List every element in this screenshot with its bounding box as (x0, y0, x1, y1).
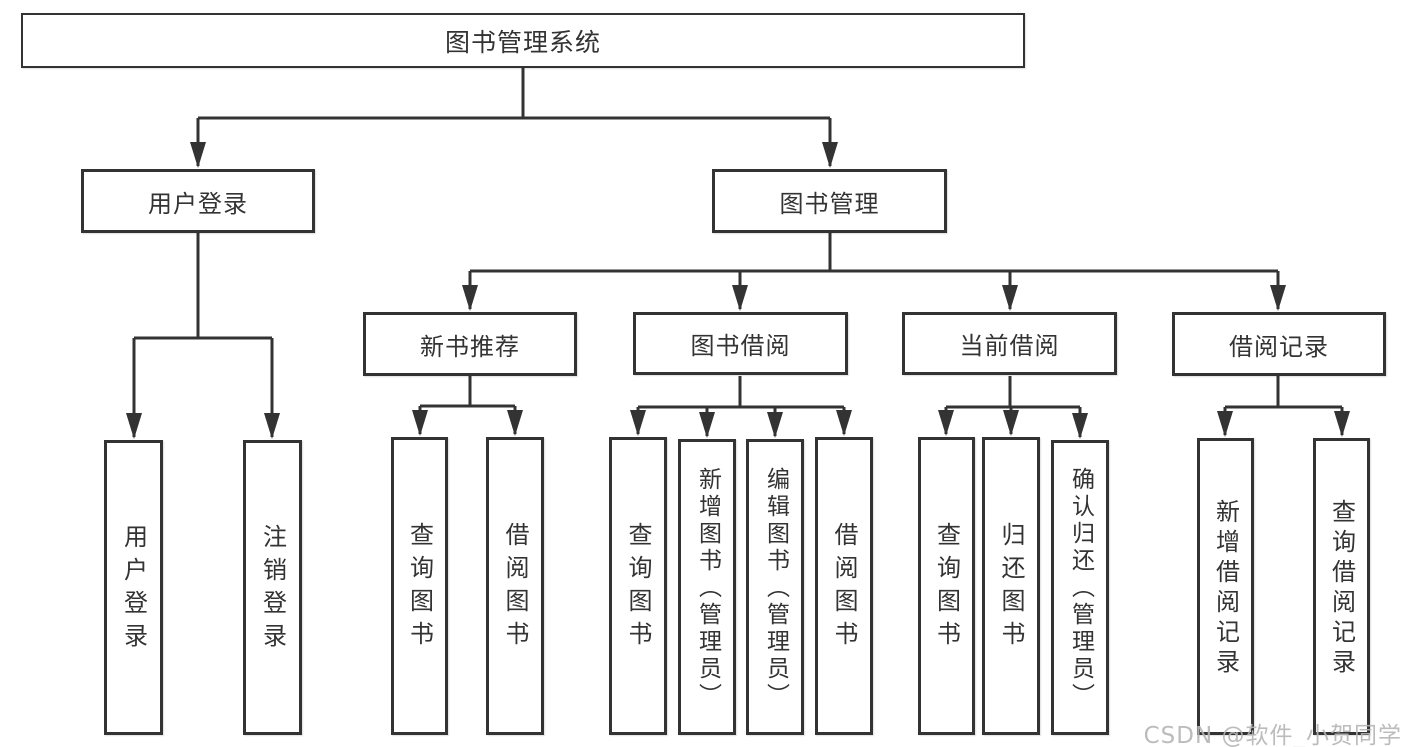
leaf-records-query-record: 查询借阅记录 (1313, 438, 1370, 735)
leaf-current-confirm-return-admin: 确认归还（管理员） (1051, 440, 1109, 735)
node-root-system: 图书管理系统 (21, 13, 1025, 68)
leaf-borrow-edit-books-admin: 编辑图书（管理员） (746, 439, 804, 735)
leaf-borrow-query-books: 查询图书 (609, 437, 667, 735)
node-borrow-records: 借阅记录 (1172, 312, 1386, 376)
leaf-current-query-books: 查询图书 (918, 437, 975, 735)
node-current-borrow: 当前借阅 (902, 312, 1117, 375)
leaf-borrow-borrow-books: 借阅图书 (815, 437, 873, 735)
leaf-logout: 注销登录 (243, 440, 302, 735)
node-book-borrow: 图书借阅 (633, 312, 848, 375)
node-user-login: 用户登录 (81, 169, 315, 233)
node-new-book-recommend: 新书推荐 (363, 312, 577, 376)
leaf-current-return-books: 归还图书 (982, 437, 1040, 735)
leaf-borrow-add-books-admin: 新增图书（管理员） (678, 439, 736, 735)
leaf-recommend-borrow-books: 借阅图书 (486, 437, 544, 735)
csdn-watermark: CSDN @软件_小贺同学 (1143, 723, 1402, 747)
leaf-recommend-query-books: 查询图书 (391, 437, 448, 735)
node-book-management: 图书管理 (712, 169, 947, 233)
leaf-user-login: 用户登录 (104, 440, 163, 735)
leaf-records-add-record: 新增借阅记录 (1197, 438, 1254, 735)
